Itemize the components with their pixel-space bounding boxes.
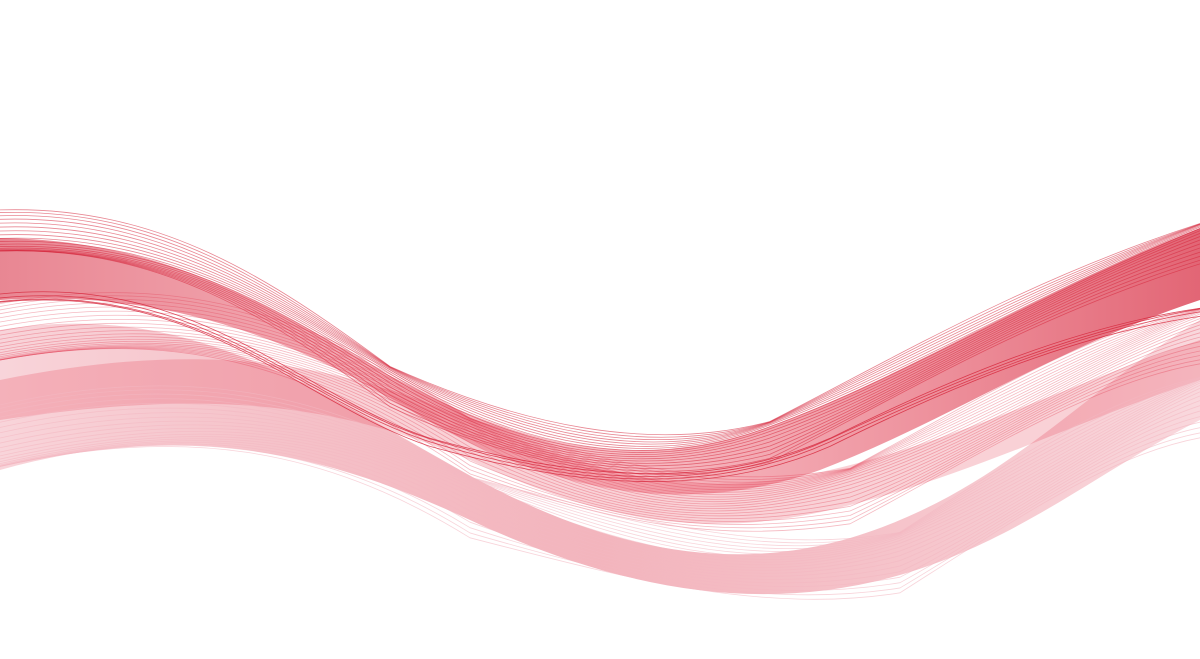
wave-line-middle — [0, 345, 1200, 520]
wave-line-upper — [0, 215, 1200, 441]
wave-line-upper — [0, 239, 1200, 460]
wave-ribbon-lower — [0, 320, 1200, 595]
wave-line-middle — [0, 347, 1200, 525]
wave-line-lower — [0, 391, 1200, 569]
wave-line-middle — [0, 332, 1200, 512]
wave-line-upper — [0, 209, 1200, 436]
wave-line-upper — [0, 250, 1200, 475]
wave-line-lower — [0, 400, 1200, 574]
wave-line-middle — [0, 311, 1200, 496]
wave-line-bundles — [0, 209, 1200, 600]
wave-line-middle — [0, 318, 1200, 503]
wave-line-upper — [0, 218, 1200, 443]
wave-line-lower — [0, 377, 1200, 544]
wave-line-middle — [0, 313, 1200, 498]
wave-ribbon-upper — [0, 228, 1200, 495]
wave-line-upper — [0, 243, 1200, 462]
wave-line-lower — [0, 377, 1200, 547]
wave-line-middle — [0, 298, 1200, 483]
wave-line-lower — [0, 432, 1200, 596]
wave-line-upper — [0, 212, 1200, 438]
wave-line-upper — [0, 230, 1200, 453]
wave-line-upper — [0, 247, 1200, 464]
wave-line-middle — [0, 328, 1200, 510]
wave-line-lower — [0, 380, 1200, 558]
wave-line-lower — [0, 437, 1200, 600]
wave-line-lower — [0, 378, 1200, 552]
wave-line-middle — [0, 347, 1200, 529]
wave-line-middle — [0, 336, 1200, 514]
wave-line-lower — [0, 421, 1200, 588]
wave-line-lower — [0, 410, 1200, 580]
wave-line-upper — [0, 236, 1200, 458]
wave-line-middle — [0, 341, 1200, 517]
wave-line-upper — [0, 225, 1200, 447]
wave-line-lower — [0, 379, 1200, 555]
wave-line-upper — [0, 228, 1200, 451]
wave-line-upper — [0, 233, 1200, 455]
wave-line-upper — [0, 250, 1200, 472]
wave-line-lower — [0, 382, 1200, 560]
wave-line-middle — [0, 306, 1200, 488]
wave-line-middle — [0, 346, 1200, 522]
wave-line-lower — [0, 384, 1200, 563]
wave-line-middle — [0, 309, 1200, 491]
wave-line-accent — [0, 298, 1200, 480]
wave-line-middle — [0, 292, 1200, 478]
wave-line-upper — [0, 249, 1200, 467]
wave-line-lower — [0, 378, 1200, 550]
wave-line-middle — [0, 315, 1200, 500]
wave-line-middle — [0, 295, 1200, 480]
wave-line-lower — [0, 376, 1200, 541]
wave-line-accent — [0, 295, 1200, 477]
wave-line-lower — [0, 416, 1200, 584]
wave-line-middle — [0, 348, 1200, 532]
wave-line-middle — [0, 310, 1200, 493]
wave-line-upper — [0, 250, 1200, 469]
wave-line-upper — [0, 226, 1200, 449]
wave-line-lower — [0, 387, 1200, 566]
wave-line-lower — [0, 405, 1200, 577]
wave-line-middle — [0, 302, 1200, 486]
wave-line-accent — [0, 291, 1200, 475]
wave-line-lower — [0, 395, 1200, 571]
wave-ribbon-middle — [0, 340, 1200, 524]
wave-line-accent — [0, 299, 1200, 482]
wave-line-upper — [0, 222, 1200, 445]
wave-line-lower — [0, 427, 1200, 592]
